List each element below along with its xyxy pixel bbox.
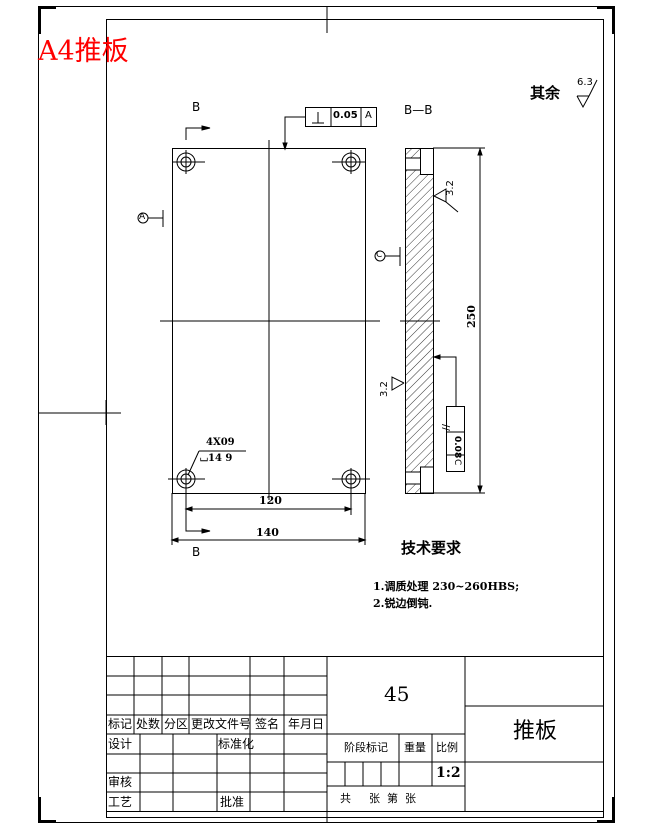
section-marker-top: B — [192, 100, 201, 114]
header-change-doc: 更改文件号 — [191, 717, 252, 731]
stage-mark-label: 阶段标记 — [344, 741, 388, 754]
mounting-hole — [168, 468, 205, 515]
design-label: 设计 — [108, 737, 133, 751]
dim-hole-spacing: 120 — [259, 494, 282, 507]
surface-finish-symbol — [576, 79, 598, 109]
tolerance-datum: A — [365, 110, 372, 121]
front-view — [137, 107, 380, 545]
roughness-right: 3.2 — [445, 180, 456, 196]
review-label: 审核 — [108, 775, 133, 789]
standardization-label: 标准化 — [218, 737, 255, 751]
header-date: 年月日 — [288, 717, 325, 731]
sheet-unit-label: 张 — [369, 792, 380, 805]
corner-marks — [38, 6, 615, 823]
datum-a-label: A — [139, 212, 146, 222]
surface-finish-rest-value: 6.3 — [577, 77, 593, 88]
process-label: 工艺 — [108, 795, 133, 809]
material: 45 — [384, 682, 410, 706]
tech-req-item: 1.调质处理 230~260HBS; — [373, 580, 520, 593]
mounting-hole — [332, 150, 366, 174]
sheet-total-label: 共 — [340, 792, 351, 805]
sheet-number-label: 第 — [387, 792, 398, 805]
section-view — [374, 147, 485, 494]
section-marker-bottom: B — [192, 545, 201, 559]
tolerance-value: 0.05 — [333, 110, 358, 121]
hole-callout-count: 4X09 — [206, 437, 235, 448]
sheet-unit-label-2: 张 — [405, 792, 416, 805]
mounting-hole — [332, 468, 370, 515]
sheet-border — [38, 6, 615, 823]
tech-req-title: 技术要求 — [401, 539, 462, 557]
part-name: 推板 — [513, 719, 558, 744]
parallel-symbol: // — [440, 424, 451, 431]
datum-c-label: C — [376, 250, 383, 260]
file-label: A4推板 — [38, 36, 129, 67]
scale-value: 1:2 — [436, 765, 461, 781]
parallel-datum: C — [452, 459, 462, 466]
section-view-title: B—B — [404, 103, 433, 117]
dim-height: 250 — [465, 305, 478, 328]
roughness-left: 3.2 — [379, 381, 390, 397]
approve-label: 批准 — [220, 795, 245, 809]
surface-finish-rest-label: 其余 — [530, 84, 561, 102]
header-zone: 分区 — [164, 717, 189, 731]
tech-req-item: 2.锐边倒钝. — [373, 597, 433, 610]
header-count: 处数 — [136, 717, 161, 731]
scale-label: 比例 — [436, 741, 458, 754]
parallel-value: 0.08 — [452, 436, 462, 459]
weight-label: 重量 — [404, 741, 426, 754]
mounting-hole — [172, 150, 205, 174]
title-block-grid — [106, 656, 604, 812]
hole-callout-cbore: ⌴14 9 — [200, 453, 233, 464]
dim-width: 140 — [256, 526, 279, 539]
header-signature: 签名 — [255, 717, 280, 731]
header-mark: 标记 — [108, 717, 133, 731]
